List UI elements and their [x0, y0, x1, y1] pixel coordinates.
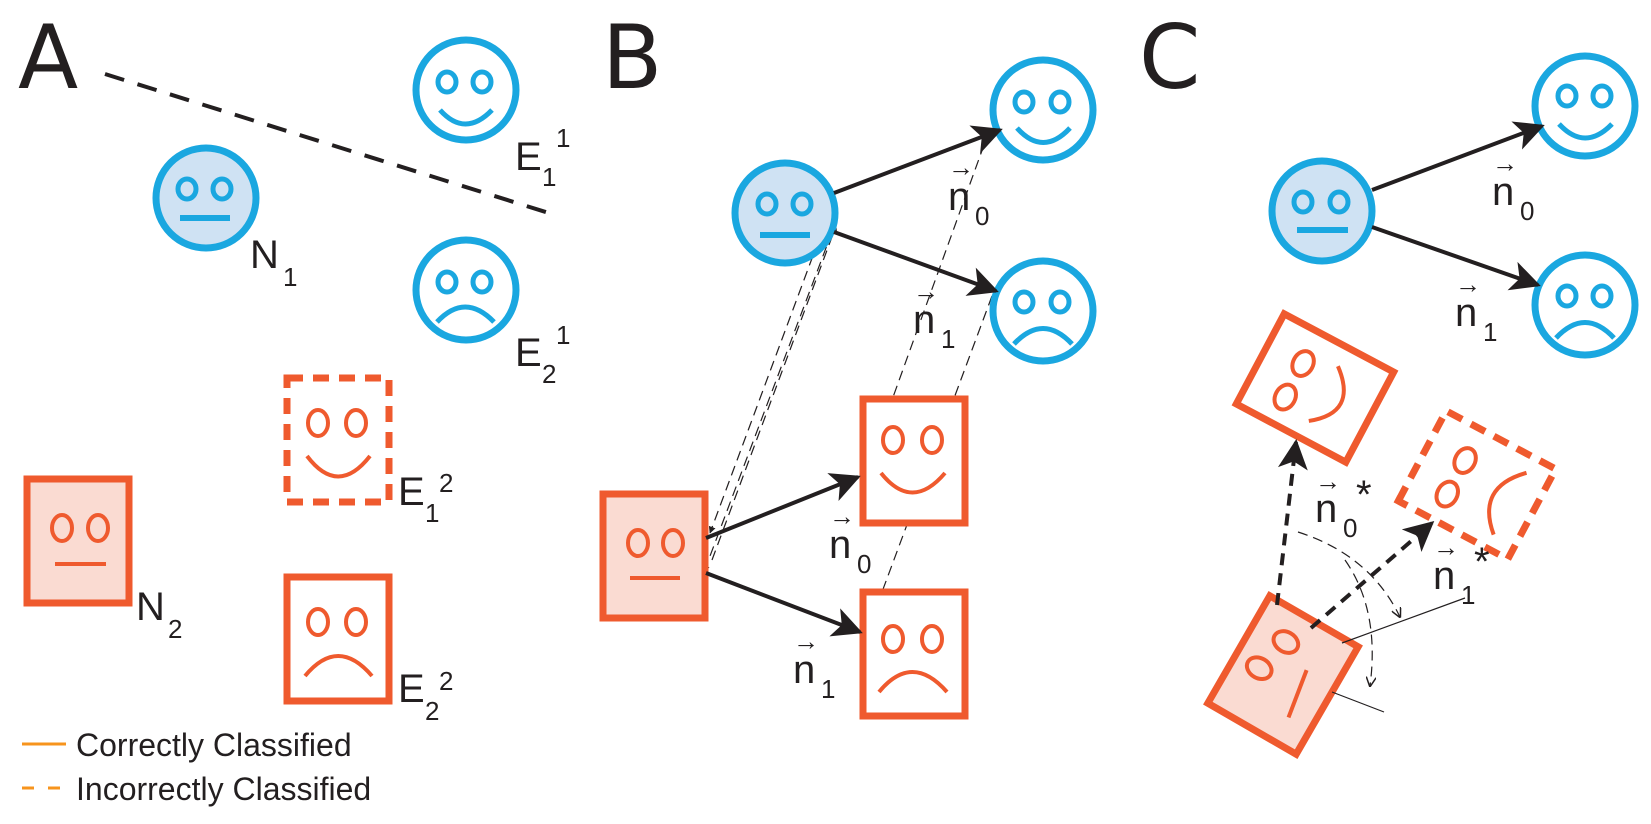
- panel-label-c: C: [1139, 6, 1200, 109]
- face-e2-1-sad: [412, 236, 520, 344]
- svg-text:1: 1: [821, 674, 835, 704]
- label-c-blue-n0: → n 0: [1492, 148, 1534, 226]
- label-n2: N 2: [136, 585, 182, 644]
- arrow-c-blue-n1: [1371, 225, 1541, 291]
- face-c-red-sad-rotated-misclassified: [1393, 406, 1561, 564]
- svg-text:1: 1: [425, 498, 439, 528]
- face-c-blue-happy: [1531, 52, 1639, 160]
- svg-text:n: n: [913, 298, 935, 342]
- svg-text:*: *: [1356, 473, 1372, 517]
- svg-text:*: *: [1474, 540, 1490, 584]
- svg-text:2: 2: [168, 614, 182, 644]
- svg-text:n: n: [948, 175, 970, 219]
- label-c-red-n0-star: → n 0 *: [1315, 466, 1372, 543]
- face-b-blue-sad: [989, 257, 1097, 365]
- svg-text:n: n: [1455, 291, 1477, 335]
- face-c-red-neutral-rotated: [1203, 591, 1363, 759]
- panel-label-a: A: [18, 6, 78, 109]
- svg-text:0: 0: [1520, 196, 1534, 226]
- svg-text:E: E: [398, 667, 425, 711]
- face-e1-1-happy: [412, 36, 520, 144]
- label-b-blue-n0: → n 0: [948, 152, 989, 231]
- legend-correct-label: Correctly Classified: [76, 727, 352, 763]
- panel-label-b: B: [602, 6, 662, 109]
- face-c-blue-neutral: [1268, 157, 1376, 265]
- label-b-blue-n1: → n 1: [913, 276, 955, 354]
- svg-text:0: 0: [1343, 513, 1357, 543]
- svg-text:→: →: [793, 626, 819, 656]
- svg-text:N: N: [250, 233, 279, 277]
- svg-text:0: 0: [857, 549, 871, 579]
- svg-text:→: →: [1315, 466, 1341, 496]
- face-e2-2-sad: [283, 573, 393, 705]
- label-e2-2: E 2 2: [398, 666, 453, 726]
- svg-text:N: N: [136, 585, 165, 629]
- svg-text:n: n: [1315, 487, 1337, 531]
- face-e1-2-happy-misclassified: [283, 374, 393, 506]
- face-b-red-sad: [859, 588, 969, 720]
- arrow-b-blue-n0: [833, 125, 1003, 195]
- svg-text:→: →: [948, 152, 974, 182]
- label-n1: N 1: [250, 233, 297, 292]
- face-n2-neutral: [23, 475, 133, 607]
- legend: Correctly Classified Incorrectly Classif…: [22, 727, 371, 807]
- svg-text:n: n: [1433, 554, 1455, 598]
- arrow-b-blue-n1: [833, 230, 999, 296]
- angle-indicators: [1297, 531, 1466, 713]
- face-c-red-happy-rotated: [1231, 309, 1399, 467]
- svg-text:1: 1: [283, 262, 297, 292]
- face-b-red-neutral: [599, 490, 709, 622]
- svg-text:1: 1: [556, 320, 570, 350]
- svg-text:2: 2: [425, 696, 439, 726]
- label-c-red-n1-star: → n 1 *: [1433, 532, 1490, 610]
- arrow-c-red-n0-star: [1275, 439, 1308, 606]
- svg-text:1: 1: [542, 162, 556, 192]
- svg-text:1: 1: [941, 324, 955, 354]
- svg-text:1: 1: [1483, 317, 1497, 347]
- face-b-blue-happy: [989, 56, 1097, 164]
- label-e1-1: E 1 1: [515, 123, 570, 192]
- arrow-b-red-n1: [705, 571, 863, 637]
- label-b-red-n1: → n 1: [793, 626, 835, 704]
- svg-text:0: 0: [975, 201, 989, 231]
- legend-incorrect-label: Incorrectly Classified: [76, 771, 371, 807]
- svg-text:→: →: [1492, 148, 1518, 178]
- arrow-b-red-n0: [705, 473, 861, 540]
- svg-text:E: E: [515, 331, 542, 375]
- svg-text:n: n: [829, 523, 851, 567]
- svg-text:n: n: [1492, 170, 1514, 214]
- svg-text:→: →: [829, 501, 855, 531]
- face-b-blue-neutral: [731, 159, 839, 267]
- svg-text:n: n: [793, 648, 815, 692]
- label-e1-2: E 1 2: [398, 468, 453, 528]
- svg-text:→: →: [1455, 269, 1481, 299]
- svg-text:2: 2: [439, 468, 453, 498]
- svg-text:2: 2: [542, 359, 556, 389]
- svg-text:E: E: [398, 470, 425, 514]
- svg-text:2: 2: [439, 666, 453, 696]
- svg-text:1: 1: [1461, 580, 1475, 610]
- face-c-blue-sad: [1531, 251, 1639, 359]
- decision-boundary-line: [104, 72, 553, 216]
- arrow-c-blue-n0: [1371, 121, 1545, 192]
- face-n1-neutral: [152, 144, 260, 252]
- face-b-red-happy: [859, 395, 969, 527]
- label-e2-1: E 2 1: [515, 320, 570, 389]
- svg-text:→: →: [913, 276, 939, 306]
- svg-text:1: 1: [556, 123, 570, 153]
- svg-text:→: →: [1433, 532, 1459, 562]
- svg-text:E: E: [515, 135, 542, 179]
- label-b-red-n0: → n 0: [829, 501, 871, 579]
- label-c-blue-n1: → n 1: [1455, 269, 1497, 347]
